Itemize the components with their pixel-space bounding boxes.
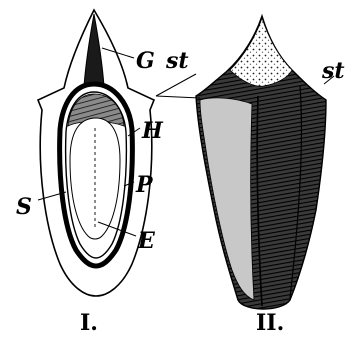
label-s: S [16,194,32,220]
label-st-right: st [321,58,345,84]
label-h: H [141,118,164,144]
figure-label-right: II. [256,310,284,336]
leader-st-left-2 [156,96,200,98]
label-st-left: st [165,48,189,74]
fruit-face-left [200,98,254,300]
label-e: E [137,228,156,254]
label-g: G [136,48,155,74]
fruit-tip [230,18,292,86]
label-p: P [135,172,154,198]
figure-label-left: I. [80,310,98,336]
leader-st-left [156,74,196,96]
